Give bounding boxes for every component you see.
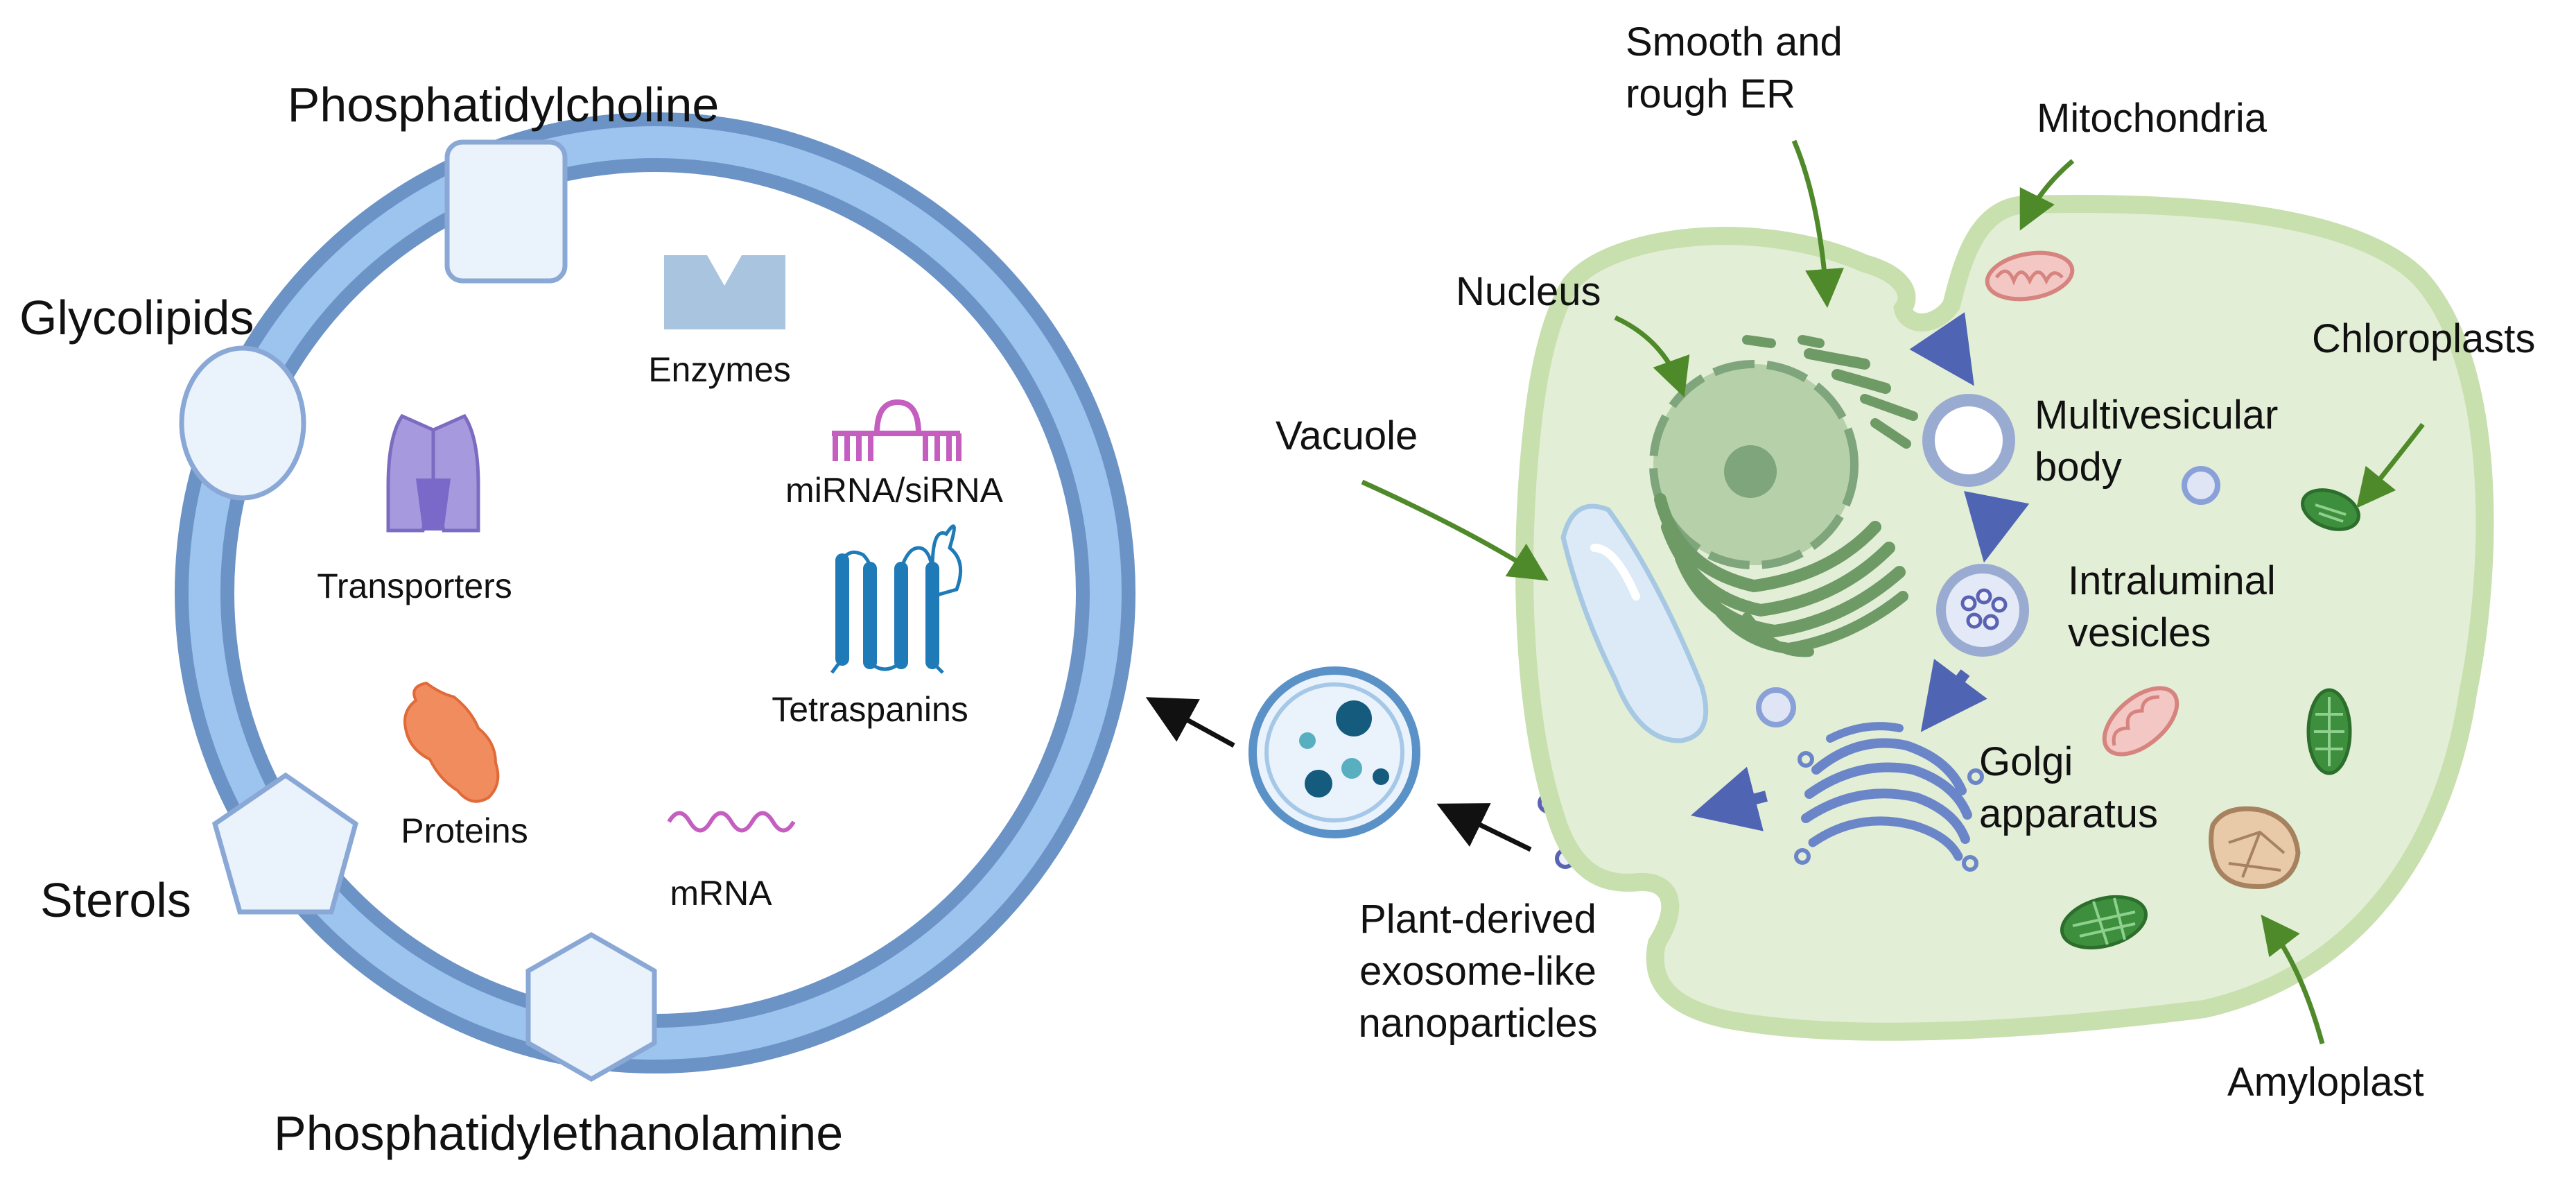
mvb-label-line1: Multivesicular	[2035, 393, 2278, 438]
enzymes-label: Enzymes	[648, 350, 791, 389]
proteins-label: Proteins	[401, 811, 528, 850]
vacuole-label: Vacuole	[1276, 413, 1418, 458]
sterols-label: Sterols	[40, 873, 191, 927]
chloroplast-1	[2301, 488, 2360, 531]
er-label-line1: Smooth and	[1626, 19, 1843, 64]
golgi-label-line2: apparatus	[1979, 791, 2158, 836]
transporters-label: Transporters	[317, 567, 512, 605]
er-label-line2: rough ER	[1626, 71, 1795, 117]
pden-label-line1: Plant-derived	[1359, 897, 1596, 942]
mitochondria-label: Mitochondria	[2037, 96, 2268, 141]
ilv-label-line2: vesicles	[2068, 610, 2211, 655]
vacuole	[1560, 503, 1709, 743]
protein-icon	[403, 681, 500, 803]
mvb-label-line2: body	[2035, 445, 2122, 490]
pden-label-line3: nanoparticles	[1359, 1001, 1598, 1046]
pden-label-line2: exosome-like	[1359, 949, 1596, 994]
glycolipids-label: Glycolipids	[19, 291, 254, 345]
nucleus-label: Nucleus	[1456, 269, 1601, 314]
sterol-pentagon	[211, 772, 359, 915]
cytoplasm-vesicle-2	[1756, 687, 1796, 727]
release-arrow-to-vesicle	[1436, 803, 1532, 852]
mirna-icon	[832, 399, 961, 461]
cytoplasm-vesicle-1	[2182, 466, 2220, 505]
chloroplast-3	[2060, 895, 2148, 950]
mrna-icon	[667, 811, 796, 833]
chloroplasts-label: Chloroplasts	[2312, 316, 2535, 361]
tetraspanins-label: Tetraspanins	[772, 690, 968, 729]
chloroplast-2	[2306, 688, 2352, 775]
enzyme-icon	[664, 255, 785, 329]
golgi-label-line1: Golgi	[1979, 739, 2073, 784]
nanoparticle-vesicle	[1248, 666, 1420, 838]
release-arrow-to-exosome	[1145, 697, 1235, 748]
mitochondrion-1	[1985, 250, 2075, 302]
mrna-label: mRNA	[670, 874, 772, 913]
transporter-icon	[386, 413, 480, 533]
phosphatidylcholine-square	[444, 139, 568, 284]
amyloplast	[2209, 806, 2301, 889]
multivesicular-body	[1922, 394, 2015, 487]
mirna-label: miRNA/siRNA	[785, 471, 1004, 510]
ilv-label-line1: Intraluminal	[2068, 558, 2276, 603]
nucleus	[1649, 360, 1859, 569]
secretory-pathway-arrows	[1691, 312, 2030, 831]
endoplasmic-reticulum	[1654, 335, 1918, 657]
phosphatidylethanolamine-hexagon	[525, 931, 657, 1083]
phosphatidylcholine-label: Phosphatidylcholine	[288, 78, 720, 132]
label-pointer-arrows	[1361, 139, 2425, 1044]
glycolipid-ellipse	[179, 345, 306, 501]
phosphatidylethanolamine-label: Phosphatidylethanolamine	[274, 1106, 843, 1160]
intraluminal-vesicles-body	[1936, 564, 2029, 657]
amyloplast-label: Amyloplast	[2227, 1060, 2424, 1105]
golgi-apparatus	[1794, 722, 1984, 872]
mitochondrion-2	[2102, 686, 2179, 757]
tetraspanin-icon	[830, 524, 963, 674]
